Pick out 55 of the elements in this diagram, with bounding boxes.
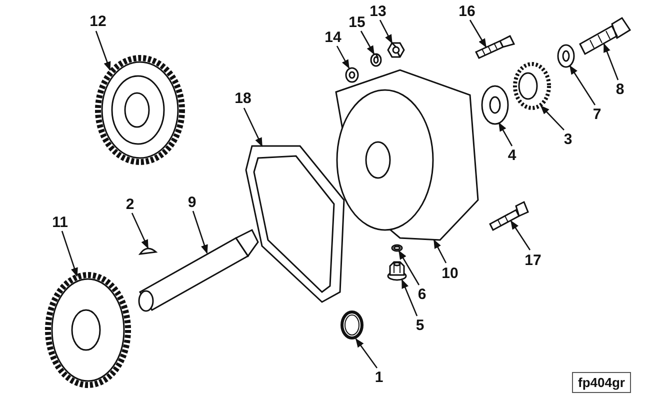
- leader-line: [355, 338, 378, 368]
- leader-line: [379, 20, 393, 44]
- callout-number: 1: [374, 370, 384, 386]
- figure-code: fp404gr: [572, 372, 631, 393]
- gasket-drawing: [245, 145, 345, 303]
- leader-line: [603, 43, 619, 80]
- leader-line: [131, 212, 149, 249]
- callout-number: 16: [458, 4, 476, 20]
- washer-drawing: [481, 85, 509, 125]
- ring-drawing: [340, 310, 364, 340]
- leader-line: [498, 122, 513, 146]
- callout-number: 18: [234, 91, 252, 107]
- bolt-drawing: [474, 35, 516, 59]
- leader-line: [61, 230, 78, 277]
- bolt-drawing: [489, 200, 529, 232]
- leader-line: [433, 239, 447, 264]
- gear-drawing: [95, 55, 185, 165]
- plug-drawing: [387, 261, 407, 281]
- leader-line: [192, 210, 208, 254]
- washer-drawing: [557, 44, 575, 68]
- bolt-drawing: [579, 16, 632, 56]
- callout-number: 3: [564, 132, 572, 148]
- o-ring-drawing: [391, 244, 403, 252]
- leader-line: [401, 279, 418, 316]
- leader-line: [243, 108, 263, 147]
- callout-number: 14: [324, 30, 342, 46]
- lock-washer-drawing: [370, 53, 382, 67]
- leader-line: [95, 30, 111, 71]
- leader-line: [540, 105, 564, 130]
- callout-number: 10: [442, 266, 458, 282]
- callout-number: 11: [52, 215, 68, 231]
- leader-line: [336, 46, 350, 69]
- callout-number: 6: [418, 287, 426, 303]
- callout-number: 8: [616, 82, 624, 98]
- washer-drawing: [345, 67, 359, 83]
- leader-line: [398, 250, 420, 286]
- leader-line: [360, 30, 375, 55]
- callout-number: 15: [348, 15, 366, 31]
- gear-drawing: [513, 62, 551, 110]
- callout-number: 7: [592, 107, 602, 123]
- leader-line: [510, 220, 531, 250]
- callout-number: 17: [524, 253, 542, 269]
- key-drawing: [139, 248, 157, 255]
- callout-number: 13: [370, 4, 386, 20]
- callout-number: 5: [416, 318, 424, 334]
- leader-line: [469, 20, 487, 48]
- gear-drawing: [45, 272, 131, 388]
- nut-drawing: [387, 42, 405, 58]
- callout-number: 12: [90, 14, 106, 30]
- shaft-drawing: [138, 229, 259, 312]
- callout-number: 9: [188, 195, 196, 211]
- leader-line: [569, 65, 596, 106]
- callout-number: 4: [508, 148, 516, 164]
- callout-number: 2: [126, 197, 134, 213]
- housing-drawing: [335, 69, 479, 241]
